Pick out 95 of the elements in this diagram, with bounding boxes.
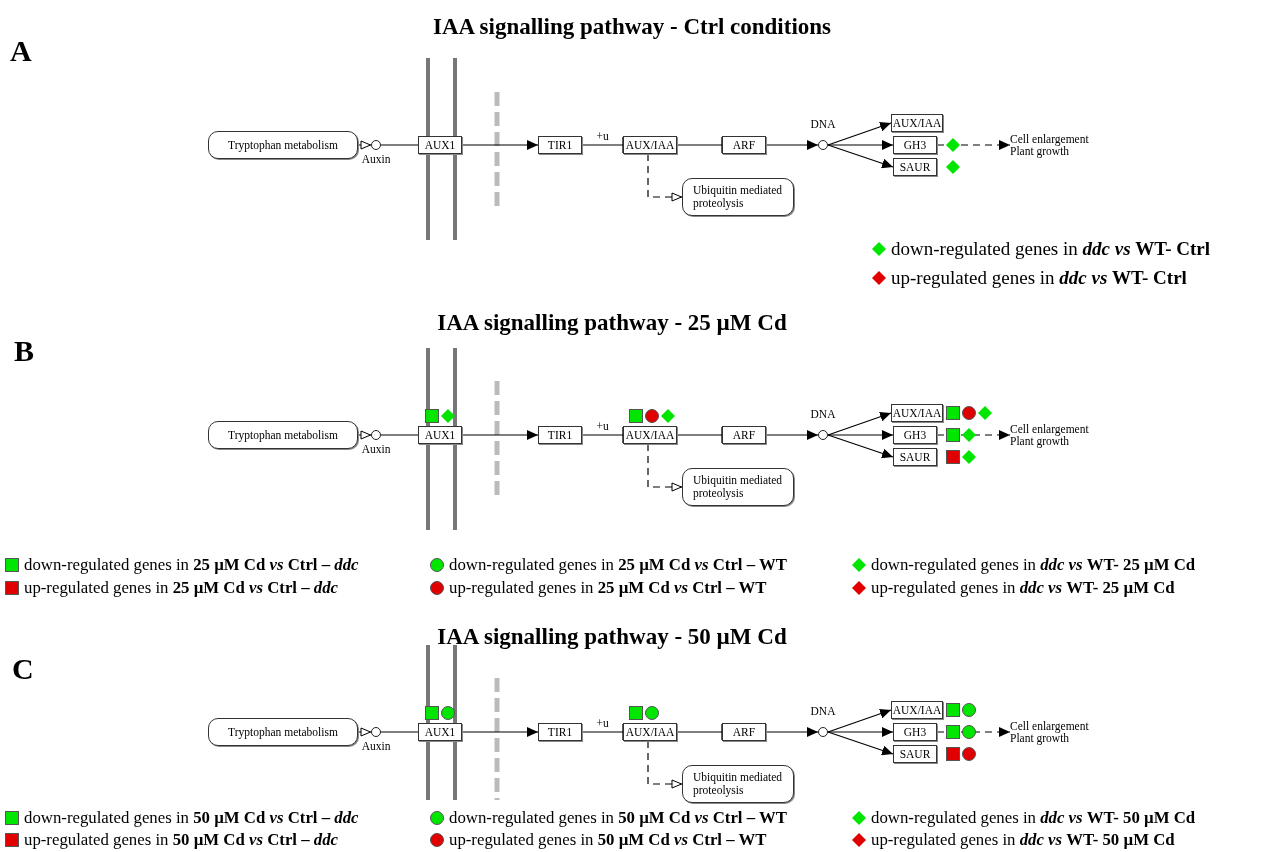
arrow xyxy=(647,443,683,492)
legend-text: up-regulated genes in 25 µM Cd vs Ctrl – ddc xyxy=(24,578,339,598)
compound-circle xyxy=(818,727,828,737)
panel-letter: B xyxy=(14,334,34,368)
gene-box: GH3 xyxy=(893,136,937,154)
legend-text: up-regulated genes in 50 µM Cd vs Ctrl – ddc xyxy=(24,830,339,850)
arrow xyxy=(647,740,683,789)
pathway-box: Ubiquitin mediated proteolysis xyxy=(682,765,794,803)
legend-text: down-regulated genes in ddc vs WT- 25 µM Cd xyxy=(871,555,1196,575)
pathway-box: Tryptophan metabolism xyxy=(208,421,358,449)
outcome-text: Plant growth xyxy=(1010,435,1070,448)
compound-circle xyxy=(818,430,828,440)
legend-text: down-regulated genes in 25 µM Cd vs Ctrl – WT xyxy=(449,555,787,575)
gene-box: SAUR xyxy=(893,745,937,763)
legend-text: up-regulated genes in ddc vs WT- 25 µM Cd xyxy=(871,578,1175,598)
pathway-box: Tryptophan metabolism xyxy=(208,718,358,746)
compound-label: DNA xyxy=(809,408,837,420)
arrow xyxy=(936,140,1011,150)
gene-box: AUX/IAA xyxy=(891,701,943,719)
gene-box: AUX1 xyxy=(418,426,462,444)
panel-title: IAA signalling pathway - 50 µM Cd xyxy=(437,624,787,650)
legend-text: down-regulated genes in 50 µM Cd vs Ctrl – ddc xyxy=(24,808,359,828)
pathway-box: Ubiquitin mediated proteolysis xyxy=(682,178,794,216)
arrow xyxy=(936,430,1011,440)
gene-box: TIR1 xyxy=(538,136,582,154)
panel-title: IAA signalling pathway - 25 µM Cd xyxy=(437,310,787,336)
outcome-text: Plant growth xyxy=(1010,145,1070,158)
gene-box: ARF xyxy=(722,723,766,741)
panel-letter: C xyxy=(12,652,34,686)
gene-box: ARF xyxy=(722,426,766,444)
arrow xyxy=(461,727,539,737)
arrow xyxy=(461,430,539,440)
arrow xyxy=(936,727,1011,737)
legend-text: down-regulated genes in 25 µM Cd vs Ctrl – ddc xyxy=(24,555,359,575)
arrow xyxy=(827,411,892,436)
gene-box: AUX/IAA xyxy=(891,114,943,132)
arrow xyxy=(827,731,894,756)
gene-box: ARF xyxy=(722,136,766,154)
arrow xyxy=(827,708,892,733)
arrow xyxy=(765,430,819,440)
legend-text: up-regulated genes in 50 µM Cd vs Ctrl – WT xyxy=(449,830,767,850)
gene-box: AUX/IAA xyxy=(623,426,677,444)
legend-text: up-regulated genes in 25 µM Cd vs Ctrl – WT xyxy=(449,578,767,598)
compound-circle xyxy=(818,140,828,150)
gene-box: AUX/IAA xyxy=(891,404,943,422)
outcome-text: Cell enlargement xyxy=(1010,719,1089,732)
legend-text: down-regulated genes in ddc vs WT- 50 µM Cd xyxy=(871,808,1196,828)
edge-label: +u xyxy=(595,718,610,730)
gene-box: GH3 xyxy=(893,723,937,741)
arrow xyxy=(357,430,372,440)
gene-box: AUX/IAA xyxy=(623,136,677,154)
connector-line xyxy=(380,144,419,146)
arrow xyxy=(827,434,894,459)
gene-box: AUX/IAA xyxy=(623,723,677,741)
arrow xyxy=(765,727,819,737)
gene-box: AUX1 xyxy=(418,723,462,741)
arrow xyxy=(827,727,894,737)
panel-letter: A xyxy=(10,34,32,68)
outcome-text: Cell enlargement xyxy=(1010,132,1089,145)
connector-line xyxy=(380,731,419,733)
gene-box: SAUR xyxy=(893,158,937,176)
arrow xyxy=(647,153,683,202)
legend-text: up-regulated genes in ddc vs WT- Ctrl xyxy=(891,268,1187,288)
pathway-box: Ubiquitin mediated proteolysis xyxy=(682,468,794,506)
pathway-box: Tryptophan metabolism xyxy=(208,131,358,159)
arrow xyxy=(827,140,894,150)
gene-box: TIR1 xyxy=(538,426,582,444)
arrow xyxy=(827,430,894,440)
connector-line xyxy=(380,434,419,436)
panel-title: IAA signalling pathway - Ctrl conditions xyxy=(432,14,832,40)
arrow xyxy=(357,727,372,737)
arrow xyxy=(765,140,819,150)
compound-label: DNA xyxy=(809,118,837,130)
compound-label: Auxin xyxy=(360,153,392,165)
legend-text: down-regulated genes in ddc vs WT- Ctrl xyxy=(891,239,1211,259)
compound-label: Auxin xyxy=(360,443,392,455)
edge-label: +u xyxy=(595,421,610,433)
gene-box: TIR1 xyxy=(538,723,582,741)
outcome-text: Plant growth xyxy=(1010,732,1070,745)
compound-circle xyxy=(371,140,381,150)
gene-box: GH3 xyxy=(893,426,937,444)
compound-label: DNA xyxy=(809,705,837,717)
gene-box: AUX1 xyxy=(418,136,462,154)
arrow xyxy=(357,140,372,150)
compound-label: Auxin xyxy=(360,740,392,752)
arrow xyxy=(827,144,894,169)
arrow xyxy=(461,140,539,150)
compound-circle xyxy=(371,727,381,737)
legend-text: down-regulated genes in 50 µM Cd vs Ctrl – WT xyxy=(449,808,787,828)
arrow xyxy=(827,121,892,146)
edge-label: +u xyxy=(595,131,610,143)
outcome-text: Cell enlargement xyxy=(1010,422,1089,435)
gene-box: SAUR xyxy=(893,448,937,466)
compound-circle xyxy=(371,430,381,440)
legend-text: up-regulated genes in ddc vs WT- 50 µM Cd xyxy=(871,830,1175,850)
